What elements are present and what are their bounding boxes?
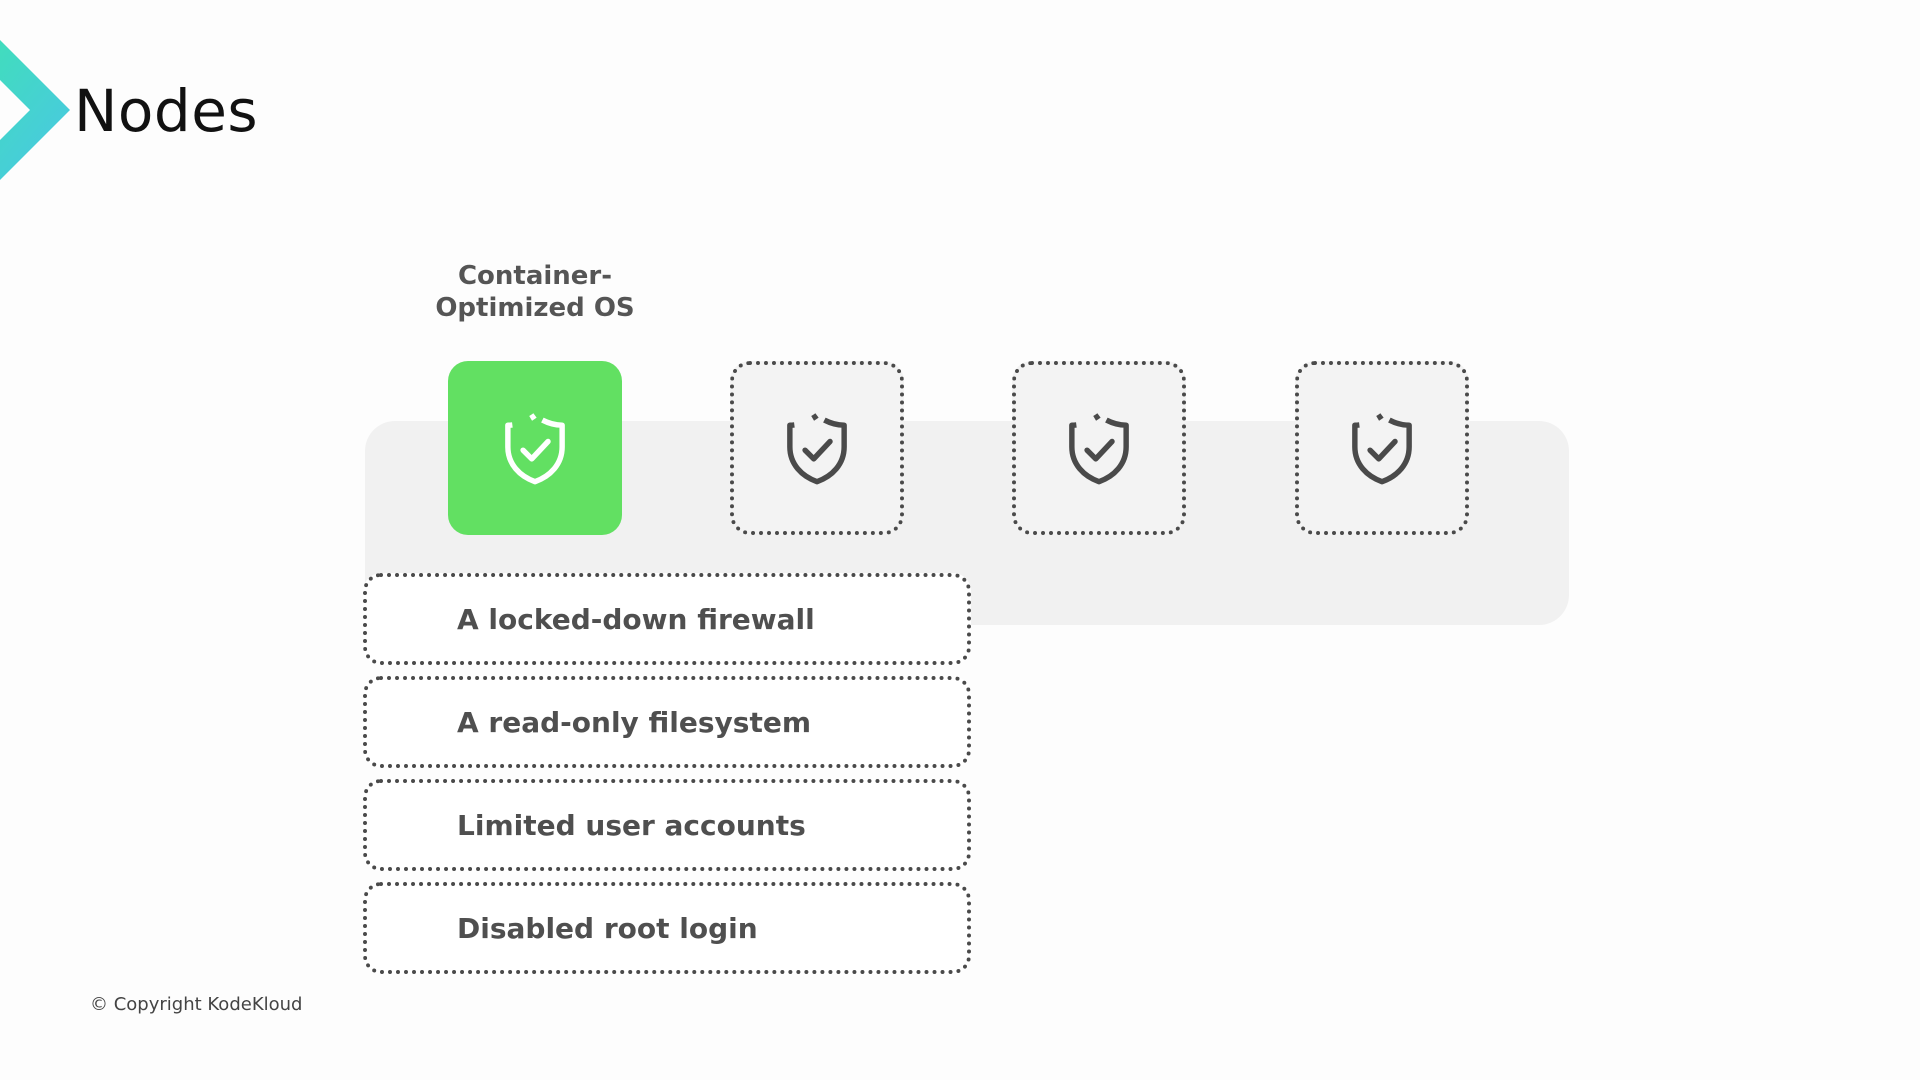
shield-check-icon [1069,412,1129,485]
feature-limited-user-accounts: Limited user accounts [363,779,971,871]
os-label-line-1: Container- [457,261,613,291]
shield-check-icon [505,412,565,485]
feature-read-only-filesystem: A read-only filesystem [363,676,971,768]
brand-chevron-logo [0,40,70,180]
container-optimized-os-label: Container- Optimized OS [420,260,650,324]
node-box-3 [1012,361,1186,535]
page-title: Nodes [74,77,259,145]
node-box-container-optimized-os [448,361,622,535]
feature-locked-down-firewall: A locked-down firewall [363,573,971,665]
shield-check-icon [1352,412,1412,485]
feature-disabled-root-login: Disabled root login [363,882,971,974]
copyright-notice: © Copyright KodeKloud [90,994,303,1015]
node-box-2 [730,361,904,535]
shield-check-icon [787,412,847,485]
node-box-4 [1295,361,1469,535]
os-label-line-2: Optimized OS [435,293,635,323]
